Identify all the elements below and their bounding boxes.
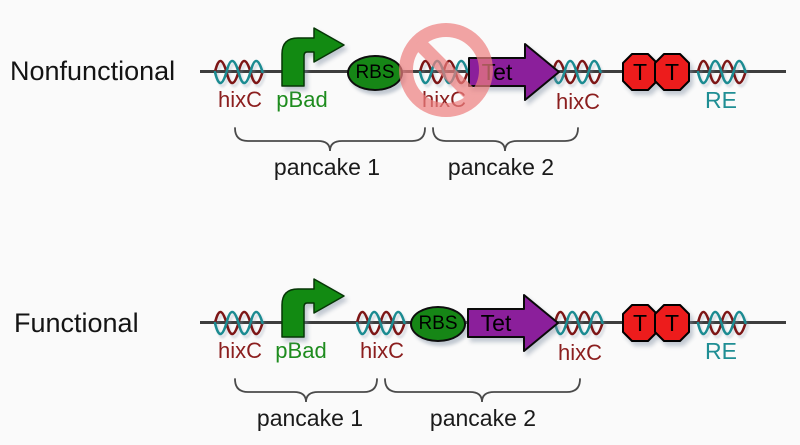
rbs-label: RBS (418, 313, 458, 334)
row1-title: Nonfunctional (10, 56, 176, 86)
hixc-label: hixC (555, 89, 601, 114)
pancake2-brace (384, 378, 581, 403)
pancake1-label: pancake 1 (273, 154, 381, 180)
prohibition-icon (399, 23, 493, 117)
dna-helix-hixc-icon (355, 310, 406, 336)
rbs-ellipse: RBS (347, 55, 403, 91)
terminator-label: T (665, 310, 679, 336)
terminator-label: T (633, 310, 647, 336)
pbad-label: pBad (276, 87, 328, 112)
terminator-label: T (633, 59, 647, 85)
hixc-label: hixC (557, 340, 603, 365)
hixc-label: hixC (217, 338, 263, 363)
dna-helix-re-icon (696, 310, 747, 336)
dna-helix-re-icon (696, 59, 747, 85)
pbad-label: pBad (275, 338, 327, 363)
pancake2-brace (432, 127, 579, 152)
promoter-bent-arrow-icon (281, 278, 345, 338)
hixc-label: hixC (359, 338, 405, 363)
row2-title: Functional (14, 308, 139, 338)
dna-helix-hixc-icon (553, 310, 604, 336)
pancake2-label: pancake 2 (447, 154, 555, 180)
pancake1-label: pancake 1 (256, 405, 364, 431)
hixc-label: hixC (217, 87, 263, 112)
promoter-bent-arrow-icon (281, 27, 345, 87)
rbs-label: RBS (355, 62, 395, 83)
terminator-label: T (665, 59, 679, 85)
re-label: RE (705, 338, 737, 364)
pancake2-label: pancake 2 (429, 405, 537, 431)
rbs-ellipse: RBS (410, 306, 466, 342)
dna-helix-hixc-icon (213, 59, 264, 85)
pancake1-brace (234, 127, 426, 152)
tet-label: Tet (481, 310, 512, 336)
pancake1-brace (234, 378, 378, 403)
terminator-octagons-icon: T T (622, 53, 690, 91)
gene-arrow-icon: Tet (467, 294, 559, 352)
terminator-octagons-icon: T T (622, 304, 690, 342)
dna-helix-hixc-icon (213, 310, 264, 336)
re-label: RE (705, 87, 737, 113)
dna-helix-hixc-icon (551, 59, 602, 85)
